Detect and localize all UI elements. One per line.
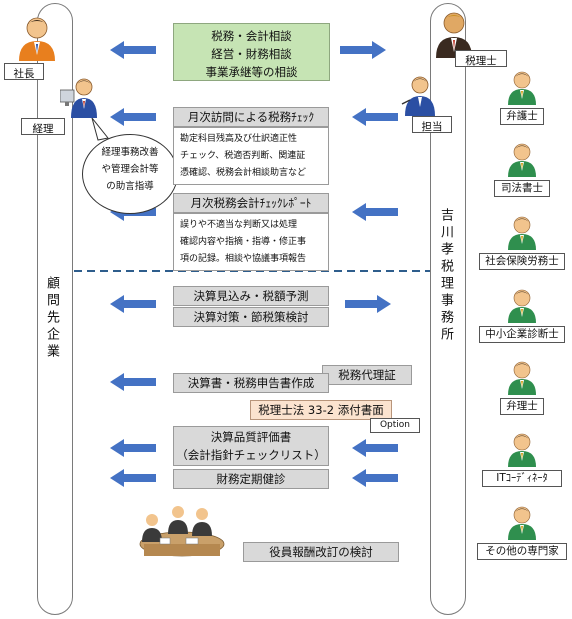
president-icon [19, 17, 55, 61]
arrow-left-checkup [110, 469, 156, 487]
arrow-left-settlement [110, 295, 156, 313]
expert-person-icon [508, 289, 536, 323]
consultation-box: 税務・会計相談 経営・財務相談 事業承継等の相談 [173, 23, 330, 81]
arrow-left-tax-return [110, 373, 156, 391]
tax-return-box: 決算書・税務申告書作成 [173, 373, 329, 393]
staff-label: 担当 [412, 116, 452, 133]
arrow-left-quality [110, 439, 156, 457]
expert-person-icon [508, 216, 536, 250]
accountant-icon [60, 78, 97, 118]
arrow-left-quality-2 [352, 439, 398, 457]
arrow-right-settlement [345, 295, 391, 313]
expert-label: ITｺｰﾃﾞｨﾈｰﾀ [482, 470, 562, 487]
expert-label: 司法書士 [494, 180, 550, 197]
expert-person-icon [508, 71, 536, 105]
monthly-report-detail: 誤りや不適当な判断又は処理 確認内容や指摘・指導・修正事 項の記録。相談や協議事… [173, 213, 329, 271]
arrow-left-checkup-2 [352, 469, 398, 487]
arrow-right-consultation [340, 41, 386, 59]
arrow-left-consultation [110, 41, 156, 59]
arrow-left-monthly-visit-2 [352, 108, 398, 126]
expert-label: 社会保険労務士 [479, 253, 565, 270]
tax-office-label: 吉川孝税理事務所 [438, 208, 453, 344]
monthly-visit-detail: 勘定科目残高及び仕訳適正性 チェック、税適否判断、関連証 憑確認、税務会計相談助… [173, 127, 329, 185]
settlement-measures-box: 決算対策・節税策検討 [173, 307, 329, 327]
monthly-visit-box: 月次訪問による税務ﾁｪｯｸ [173, 107, 329, 127]
settlement-forecast-box: 決算見込み・税額予測 [173, 286, 329, 306]
expert-person-icon [508, 433, 536, 467]
quality-eval-box: 決算品質評価書 （会計指針チェックリスト） [173, 426, 329, 466]
expert-label: 中小企業診断士 [479, 326, 565, 343]
advice-bubble: 経理事務改善 や管理会計等 の助言指導 [82, 134, 178, 214]
expert-person-icon [508, 143, 536, 177]
tax-proxy-box: 税務代理証 [322, 365, 412, 385]
tax-accountant-label: 税理士 [455, 50, 507, 67]
client-company-label: 顧問先企業 [44, 276, 59, 361]
expert-person-icon [508, 506, 536, 540]
expert-label: 弁護士 [500, 108, 544, 125]
computer-monitor-icon [60, 89, 75, 103]
attached-document-box: 税理士法 33-2 添付書面 [250, 400, 392, 420]
meeting-icon [139, 506, 225, 557]
tax-office-pillar [430, 3, 466, 615]
compensation-review-box: 役員報酬改訂の検討 [243, 542, 399, 562]
monthly-report-box: 月次税務会計ﾁｪｯｸﾚﾎﾟｰﾄ [173, 193, 329, 213]
expert-person-icon [508, 361, 536, 395]
option-tag: Option [370, 418, 420, 433]
financial-checkup-box: 財務定期健診 [173, 469, 329, 489]
arrow-left-monthly-visit [110, 108, 156, 126]
president-label: 社長 [4, 63, 44, 80]
expert-label: 弁理士 [500, 398, 544, 415]
staff-icon [401, 76, 435, 116]
expert-label: その他の専門家 [477, 543, 567, 560]
accountant-label: 経理 [21, 118, 65, 135]
advice-bubble-tail [91, 118, 109, 141]
arrow-left-monthly-report-2 [352, 203, 398, 221]
